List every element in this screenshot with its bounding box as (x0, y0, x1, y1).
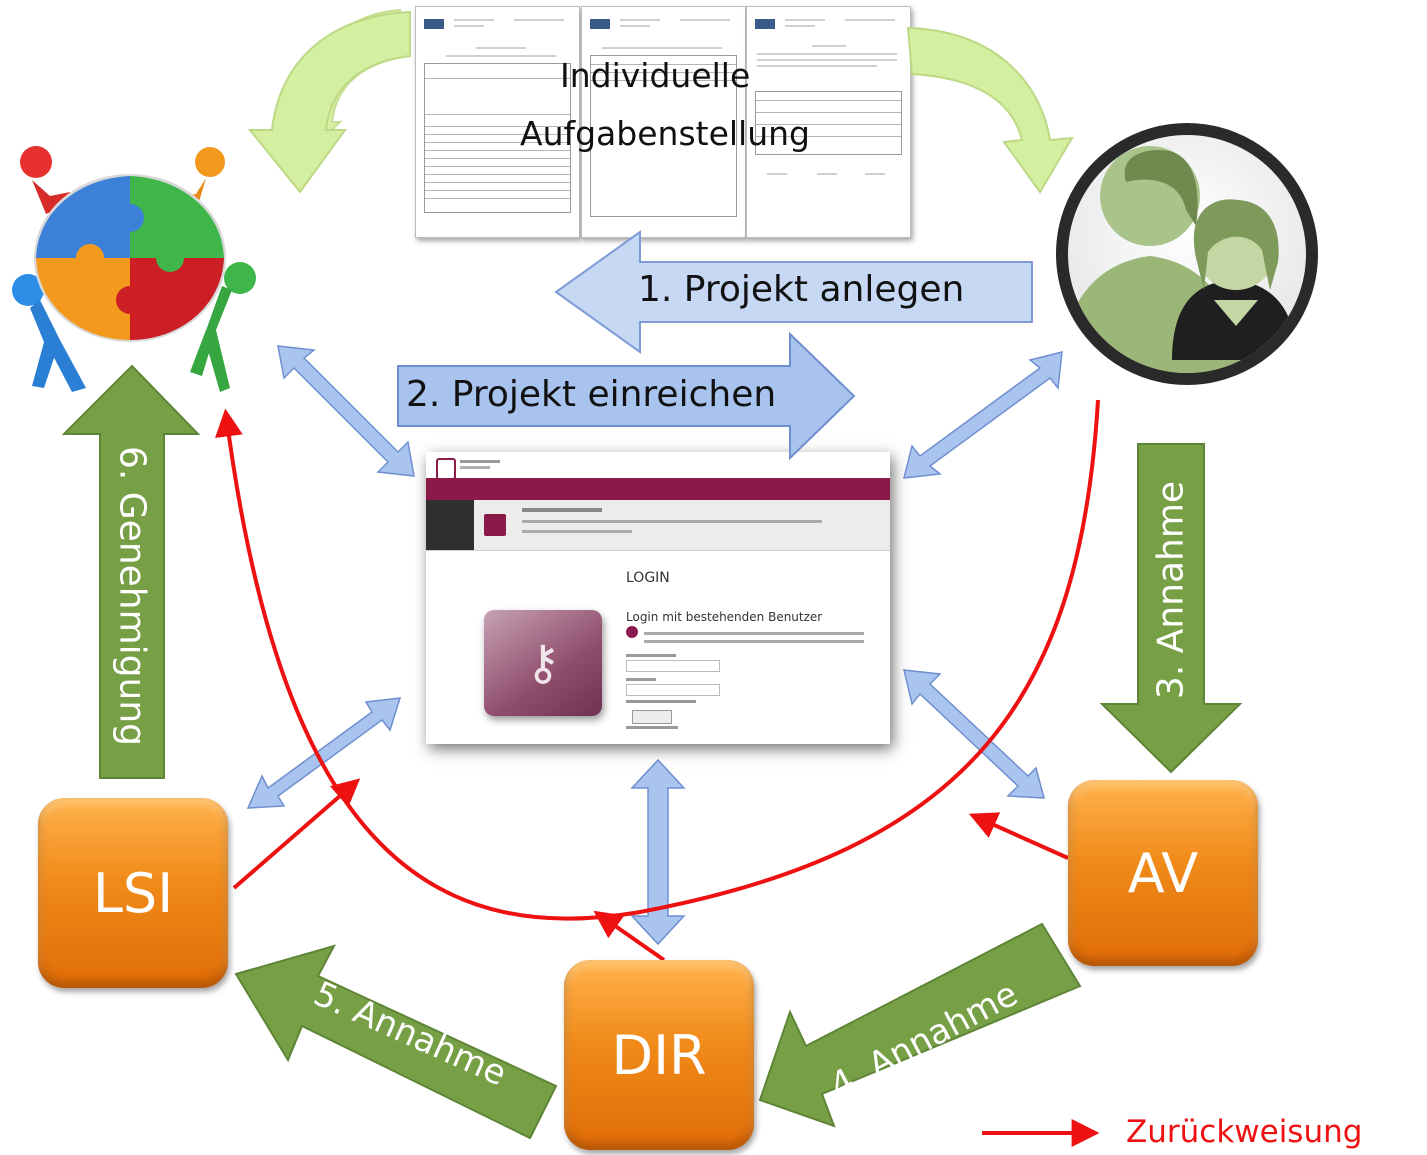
arrow-step6 (61, 364, 201, 779)
rejection-curve (215, 399, 1100, 921)
key-icon: ⚷ (484, 610, 602, 716)
step6-label: 6. Genehmigung (111, 445, 153, 747)
step1-label: 1. Projekt anlegen (638, 269, 965, 310)
arrow-step1 (554, 230, 1033, 354)
document-thumbnail-2 (581, 6, 746, 238)
rejection-arrow-lsi (232, 778, 361, 890)
warning-icon (626, 626, 638, 638)
users-icon (1056, 123, 1318, 385)
edit-icon (484, 514, 506, 536)
login-title: LOGIN (626, 570, 670, 586)
header-label-line1: Individuelle (560, 56, 751, 95)
node-av: AV (1068, 780, 1258, 966)
login-subtitle: Login mit bestehenden Benutzer (626, 610, 823, 624)
arrow-step5 (234, 944, 558, 1140)
document-thumbnail-3 (746, 6, 911, 238)
curved-arrow-right (906, 26, 1074, 194)
rejection-arrow-dir (593, 910, 666, 962)
arrow-step4 (758, 922, 1082, 1128)
arrow-step3 (1099, 443, 1243, 774)
node-dir: DIR (564, 960, 754, 1150)
header-label-line2: Aufgabenstellung (520, 114, 810, 153)
puzzle-team-icon (12, 146, 256, 392)
legend-rejection-label: Zurückweisung (1126, 1114, 1363, 1150)
step2-label: 2. Projekt einreichen (406, 374, 777, 415)
double-arrows (246, 345, 1063, 946)
step3-label: 3. Annahme (1150, 480, 1192, 700)
curved-arrow-left (247, 8, 412, 194)
login-screen-thumbnail: LOGIN Login mit bestehenden Benutzer ⚷ (426, 452, 890, 744)
document-thumbnail-1 (415, 6, 580, 238)
node-lsi: LSI (38, 798, 228, 988)
arrow-step2 (397, 331, 856, 461)
rejection-arrow-av (968, 812, 1069, 860)
